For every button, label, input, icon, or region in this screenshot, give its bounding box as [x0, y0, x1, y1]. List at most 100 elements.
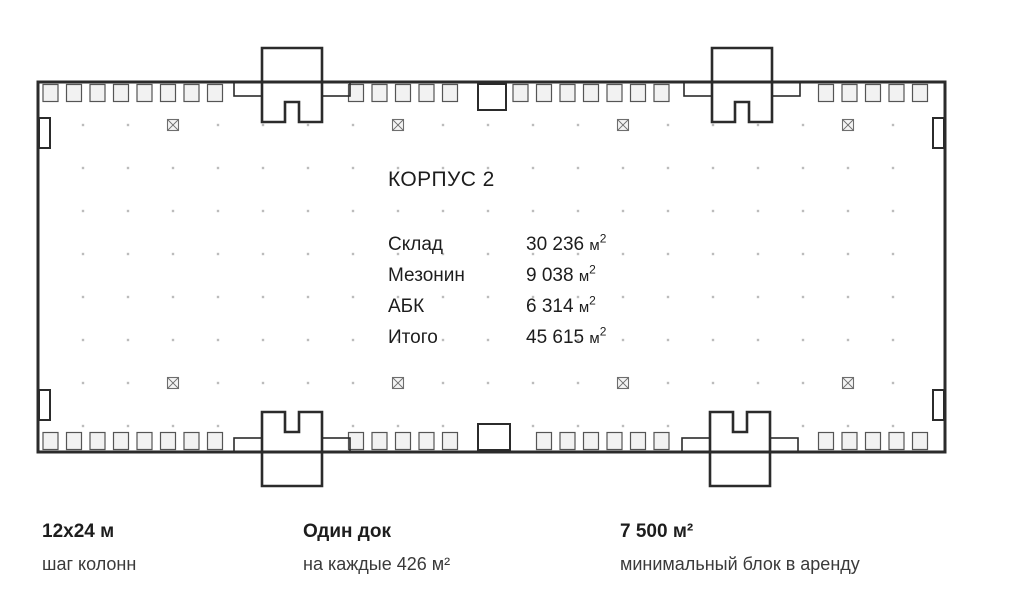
dock-bay: [441, 83, 459, 103]
column-dot: [261, 295, 265, 299]
column-dot: [756, 338, 760, 342]
dock-bay: [159, 83, 177, 103]
column-dot: [351, 166, 355, 170]
column-dot: [666, 209, 670, 213]
ramp-top-left: [260, 46, 324, 124]
column-dot: [756, 252, 760, 256]
column-dot: [441, 338, 445, 342]
column-dot: [351, 252, 355, 256]
column-dot: [306, 166, 310, 170]
dock-bay: [394, 83, 412, 103]
column-dot: [756, 209, 760, 213]
column-dot: [351, 123, 355, 127]
column-dot: [531, 424, 535, 428]
column-dot: [261, 123, 265, 127]
column-dot: [216, 209, 220, 213]
dock-bay: [89, 83, 106, 103]
area-row-value: 6 314 м2: [526, 292, 606, 323]
dock-bay: [535, 83, 553, 103]
column-dot: [666, 123, 670, 127]
brace-diagonal: [167, 377, 179, 389]
dock-bay: [65, 83, 83, 103]
area-row-name: Мезонин: [388, 265, 465, 286]
brace-marker: [616, 376, 630, 390]
area-row-number: 30 236: [526, 234, 590, 255]
dock-bay: [864, 431, 882, 451]
column-dot: [441, 252, 445, 256]
legend-item-column-pitch: 12х24 м шаг колонн: [42, 519, 136, 577]
area-row-value: 45 615 м2: [526, 323, 606, 354]
column-dot: [891, 295, 895, 299]
column-dot: [396, 209, 400, 213]
dock-bay: [65, 431, 83, 451]
column-dot: [126, 123, 130, 127]
column-dot: [891, 424, 895, 428]
dock-bay: [653, 83, 670, 103]
column-dot: [711, 166, 715, 170]
column-dot: [81, 123, 85, 127]
dock-bay: [653, 431, 670, 451]
dock-bay: [559, 431, 576, 451]
column-dot: [711, 338, 715, 342]
column-dot: [81, 252, 85, 256]
gate-bottom-center: [477, 423, 511, 451]
building-outline: [36, 80, 947, 454]
column-dot: [621, 166, 625, 170]
column-dot: [351, 338, 355, 342]
column-dot: [621, 338, 625, 342]
column-dot: [216, 295, 220, 299]
column-dot: [441, 381, 445, 385]
column-dot: [711, 252, 715, 256]
column-dot: [891, 123, 895, 127]
dock-bay: [888, 431, 905, 451]
dock-bay: [136, 431, 153, 451]
dock-bay: [112, 83, 130, 103]
brace-marker: [166, 376, 180, 390]
column-dot: [306, 338, 310, 342]
column-dot: [306, 295, 310, 299]
dock-bay: [841, 431, 858, 451]
column-dot: [396, 252, 400, 256]
ramp-top-right: [710, 46, 774, 124]
column-dot: [216, 338, 220, 342]
center-gates: [477, 83, 511, 451]
column-dot: [486, 381, 490, 385]
legend-head-dock-ratio: Один док: [303, 521, 391, 542]
gate-top-center: [477, 83, 507, 111]
brace-marker: [166, 118, 180, 132]
brace-diagonal: [617, 119, 629, 131]
column-dot: [801, 123, 805, 127]
column-dot: [486, 209, 490, 213]
dock-bay: [582, 83, 600, 103]
column-dot: [126, 252, 130, 256]
column-dot: [351, 295, 355, 299]
column-dot: [756, 123, 760, 127]
column-dot: [531, 295, 535, 299]
column-grid: [81, 123, 895, 428]
column-dot: [171, 209, 175, 213]
column-dot: [261, 338, 265, 342]
column-dot: [441, 166, 445, 170]
legend-head-min-block: 7 500 м²: [620, 521, 694, 542]
column-dot: [576, 424, 580, 428]
column-dot: [171, 166, 175, 170]
dock-bay: [629, 83, 647, 103]
area-row-value: 30 236 м2: [526, 230, 606, 261]
dock-bays: [42, 83, 929, 451]
column-dot: [81, 381, 85, 385]
brace-diagonal: [617, 377, 629, 389]
column-dot: [576, 123, 580, 127]
column-dot: [891, 381, 895, 385]
area-row-name: Склад: [388, 234, 443, 255]
legend-item-min-block: 7 500 м² минимальный блок в аренду: [620, 519, 860, 577]
column-dot: [486, 295, 490, 299]
column-dot: [891, 252, 895, 256]
column-dot: [756, 166, 760, 170]
bracing-markers: [166, 118, 855, 390]
column-dot: [891, 338, 895, 342]
dock-bay: [911, 83, 929, 103]
column-dot: [171, 424, 175, 428]
column-dot: [396, 166, 400, 170]
